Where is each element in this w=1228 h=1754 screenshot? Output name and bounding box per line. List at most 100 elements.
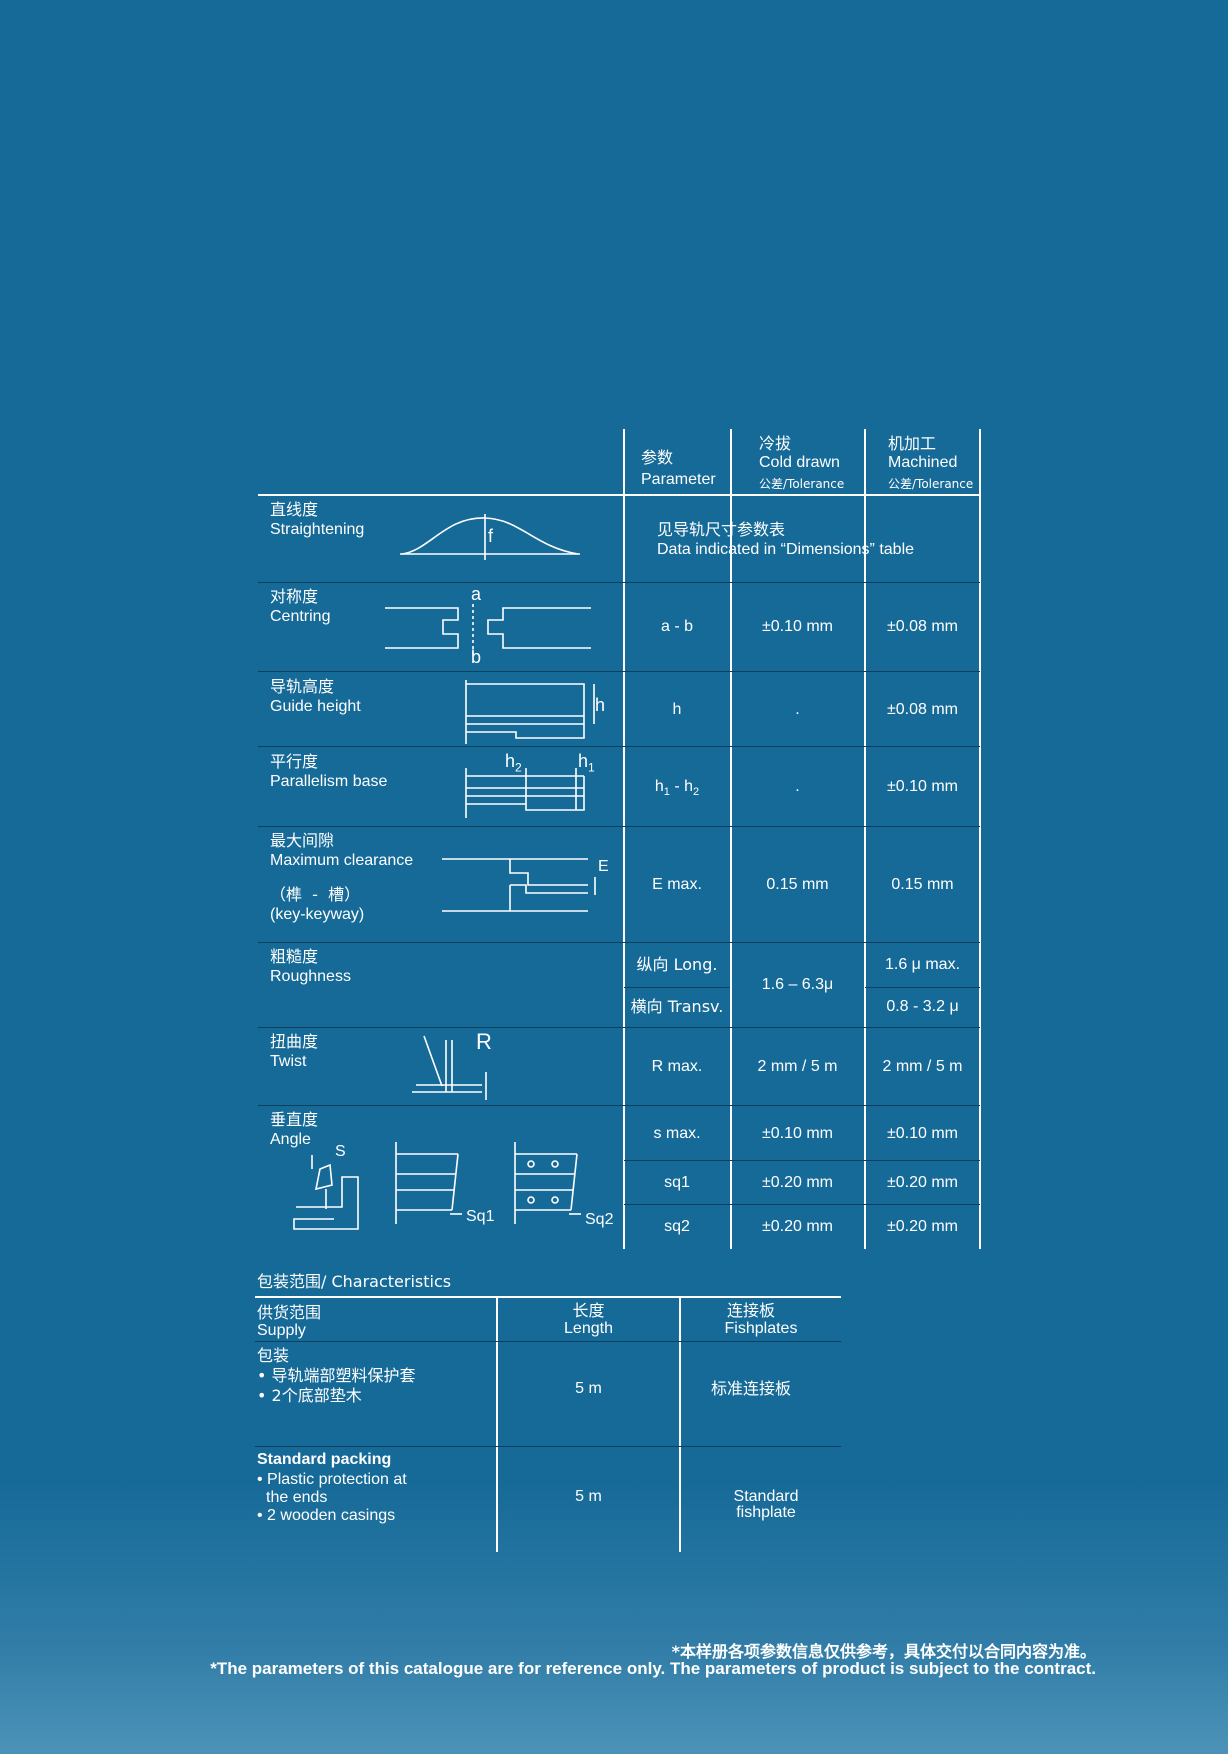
header-rule [258, 494, 981, 496]
subrow-divider [624, 987, 730, 988]
angle-sq1-label: Sq1 [466, 1208, 495, 1225]
row-divider [258, 671, 980, 672]
footer-note-en: *The parameters of this catalogue are fo… [210, 1659, 1096, 1678]
packing-en-title: Standard packing [257, 1451, 392, 1468]
packing-zh-fishplate: 标准连接板 [710, 1379, 791, 1398]
col-divider [730, 429, 732, 1249]
angle-mach-s: ±0.10 mm [886, 1125, 959, 1142]
header-cold-en: Cold drawn [759, 454, 840, 471]
subrow-divider [624, 1204, 980, 1205]
twist-param: R max. [651, 1058, 703, 1075]
centring-cold: ±0.10 mm [761, 618, 834, 635]
row-divider [258, 582, 980, 583]
twist-mach: 2 mm / 5 m [882, 1058, 963, 1075]
guide-height-param: h [672, 701, 682, 718]
packing-col2-zh: 长度 [572, 1301, 605, 1320]
angle-cold-sq1: ±0.20 mm [761, 1174, 834, 1191]
twist-diagram [412, 1035, 487, 1100]
angle-sq1-diagram [395, 1142, 462, 1224]
angle-sq2-diagram [514, 1142, 581, 1224]
row-divider [258, 746, 980, 747]
twist-en: Twist [270, 1053, 307, 1070]
packing-zh-item1: • 导轨端部塑料保护套 [257, 1366, 416, 1385]
col-divider [623, 429, 625, 1249]
roughness-mach-long: 1.6 μ max. [884, 956, 961, 973]
angle-s-label: S [335, 1143, 346, 1160]
guide-height-diagram [465, 680, 595, 744]
row-divider [258, 942, 980, 943]
subrow-divider [624, 1160, 980, 1161]
roughness-param-transv: 横向 Transv. [630, 997, 724, 1016]
header-mach-en: Machined [888, 454, 958, 471]
subrow-divider [865, 987, 980, 988]
col-divider [864, 429, 866, 1249]
straightening-f-label: f [488, 526, 494, 546]
col-divider [979, 429, 981, 1249]
straightening-diagram [400, 514, 580, 560]
clearance-e-label: E [598, 858, 609, 875]
roughness-en: Roughness [270, 968, 351, 985]
angle-en: Angle [270, 1131, 311, 1148]
clearance-zh: 最大间隙 [270, 831, 335, 850]
packing-en-item2: • 2 wooden casings [257, 1507, 396, 1524]
centring-diagram [385, 604, 591, 656]
clearance-en: Maximum clearance [270, 852, 414, 869]
footer-note-zh: *本样册各项参数信息仅供参考，具体交付以合同内容为准。 [671, 1642, 1096, 1661]
straightening-en: Straightening [270, 521, 365, 538]
roughness-cold: 1.6 – 6.3μ [761, 976, 834, 993]
guide-height-zh: 导轨高度 [270, 677, 335, 696]
header-mach-zh: 机加工 [888, 434, 937, 453]
row-divider [258, 1027, 980, 1028]
clearance-cold: 0.15 mm [766, 876, 829, 893]
packing-en-length: 5 m [575, 1488, 602, 1505]
packing-col-divider [679, 1296, 681, 1552]
header-param-en: Parameter [641, 471, 716, 488]
angle-param-s: s max. [653, 1125, 701, 1142]
guide-height-cold: . [795, 701, 800, 718]
header-mach-tol: 公差/Tolerance [888, 477, 974, 491]
roughness-param-long: 纵向 Long. [636, 955, 718, 974]
straightening-zh: 直线度 [270, 500, 319, 519]
row-divider [258, 1105, 980, 1106]
parallelism-h1-label: h1 [578, 751, 595, 775]
twist-zh: 扭曲度 [270, 1032, 319, 1051]
roughness-mach-transv: 0.8 - 3.2 μ [886, 998, 959, 1015]
centring-zh: 对称度 [270, 587, 319, 606]
angle-s-diagram [293, 1155, 359, 1230]
parallelism-mach: ±0.10 mm [886, 778, 959, 795]
centring-mach: ±0.08 mm [886, 618, 959, 635]
packing-en-fishplate-1: Standard [733, 1488, 799, 1505]
packing-col-divider [496, 1296, 498, 1552]
row-divider [258, 826, 980, 827]
parallelism-en: Parallelism base [270, 773, 388, 790]
angle-mach-sq1: ±0.20 mm [886, 1174, 959, 1191]
clearance-diagram [442, 858, 596, 912]
packing-zh-length: 5 m [575, 1380, 602, 1397]
guide-height-mach: ±0.08 mm [886, 701, 959, 718]
twist-cold: 2 mm / 5 m [757, 1058, 838, 1075]
angle-zh: 垂直度 [270, 1110, 319, 1129]
parallelism-cold: . [795, 778, 800, 795]
packing-col1-zh: 供货范围 [257, 1303, 322, 1322]
packing-row-divider [255, 1341, 841, 1342]
guide-height-en: Guide height [270, 698, 361, 715]
clearance-sub-zh: （榫 - 槽） [270, 885, 361, 904]
twist-r-label: R [476, 1029, 492, 1054]
packing-row-divider [255, 1446, 841, 1447]
parallelism-h2-label: h2 [505, 751, 522, 775]
straightening-note-zh: 见导轨尺寸参数表 [657, 520, 786, 539]
packing-en-item1b: the ends [266, 1489, 328, 1506]
packing-zh-title: 包装 [257, 1346, 290, 1365]
angle-cold-sq2: ±0.20 mm [761, 1218, 834, 1235]
centring-en: Centring [270, 608, 331, 625]
packing-col2-en: Length [564, 1320, 613, 1337]
straightening-note-en: Data indicated in “Dimensions” table [657, 541, 915, 558]
angle-mach-sq2: ±0.20 mm [886, 1218, 959, 1235]
packing-en-fishplate-2: fishplate [736, 1504, 796, 1521]
packing-col3-en: Fishplates [724, 1320, 798, 1337]
angle-param-sq1: sq1 [664, 1174, 690, 1191]
clearance-mach: 0.15 mm [891, 876, 954, 893]
parallelism-zh: 平行度 [270, 752, 319, 771]
roughness-zh: 粗糙度 [270, 947, 319, 966]
packing-col1-en: Supply [257, 1322, 306, 1339]
